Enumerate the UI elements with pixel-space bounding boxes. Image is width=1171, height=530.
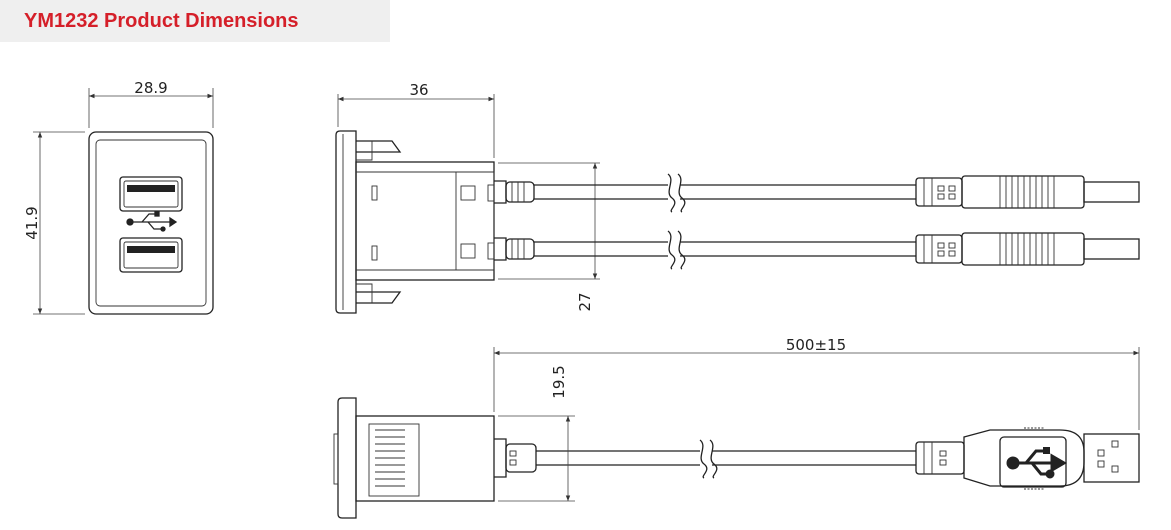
usb-icon [1006, 447, 1067, 479]
title-bar: YM1232 Product Dimensions [0, 0, 390, 42]
dim-side-height: 27 [576, 292, 594, 311]
dim-side-depth: 36 [409, 81, 428, 99]
usb-icon [126, 211, 178, 232]
dim-front-height: 41.9 [23, 206, 41, 239]
side-cable-bottom [494, 230, 1140, 270]
front-view: 28.9 41.9 [23, 79, 214, 315]
dim-cable-length: 500±15 [786, 336, 846, 354]
page-title: YM1232 Product Dimensions [24, 9, 299, 32]
side-cable-top [494, 173, 1140, 213]
dim-front-width: 28.9 [134, 79, 167, 97]
front-usb-port-top [119, 176, 183, 212]
front-usb-port-bottom [119, 237, 183, 273]
dim-top-height: 19.5 [550, 365, 568, 398]
side-view: 36 27 [335, 81, 1140, 314]
top-view: 500±15 19.5 [333, 336, 1140, 519]
